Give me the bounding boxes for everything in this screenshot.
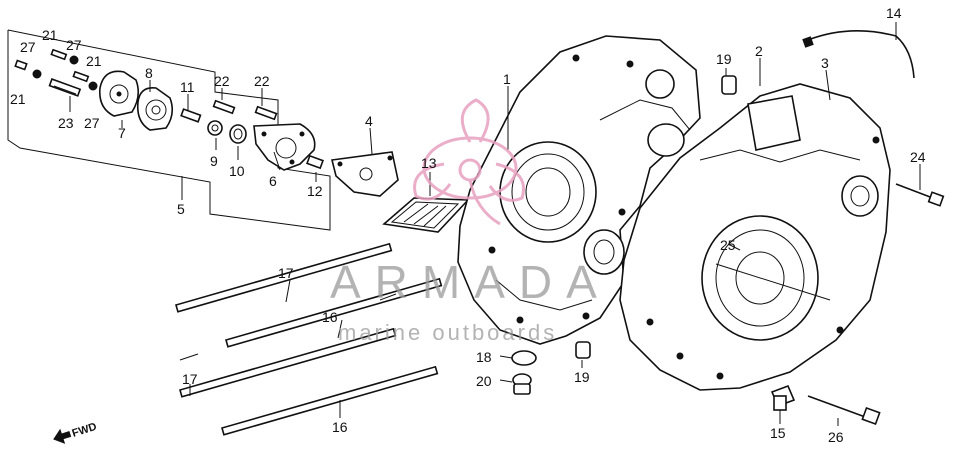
callout-17a: 17 xyxy=(278,265,294,281)
callout-27a: 27 xyxy=(20,39,36,55)
oil-pump-rotor xyxy=(136,86,174,131)
oil-pump-body xyxy=(253,123,316,171)
callout-3: 3 xyxy=(821,55,829,71)
watermark-brand: ARMADA xyxy=(330,256,611,308)
case-bolt-long xyxy=(895,183,945,207)
callout-2: 2 xyxy=(755,43,763,59)
breather-tube xyxy=(802,30,915,79)
oil-pump-assembly-panel xyxy=(7,29,331,231)
callout-4: 4 xyxy=(365,113,373,129)
callout-8: 8 xyxy=(145,65,153,81)
callout-5: 5 xyxy=(177,201,185,217)
watermark-logo xyxy=(413,98,525,226)
callout-24: 24 xyxy=(910,149,926,165)
callout-14: 14 xyxy=(886,5,902,21)
dowel-pins xyxy=(575,75,737,359)
callout-19a: 19 xyxy=(716,51,732,67)
callout-20: 20 xyxy=(476,373,492,389)
callout-19b: 19 xyxy=(574,369,590,385)
pump-bolt xyxy=(180,108,202,123)
left-crankcase-half xyxy=(457,35,701,345)
callout-21b: 21 xyxy=(86,53,102,69)
arrow-left-icon xyxy=(53,428,72,444)
callout-18: 18 xyxy=(476,349,492,365)
fwd-label: FWD xyxy=(71,421,99,440)
callout-25: 25 xyxy=(720,237,736,253)
callout-21a: 21 xyxy=(42,27,58,43)
callout-9: 9 xyxy=(210,153,218,169)
callout-26: 26 xyxy=(828,429,844,445)
drain-plug xyxy=(511,350,537,395)
pump-gasket xyxy=(331,151,399,197)
callout-17b: 17 xyxy=(182,371,198,387)
watermark: ARMADA marine outboards xyxy=(330,98,611,345)
callout-16b: 16 xyxy=(332,419,348,435)
cylinder-studs xyxy=(175,242,443,436)
pump-nipple xyxy=(306,154,324,170)
leader-lines xyxy=(69,22,921,426)
callout-27c: 27 xyxy=(84,115,100,131)
callout-22a: 22 xyxy=(214,73,230,89)
callout-13: 13 xyxy=(421,155,437,171)
forward-direction-marker: FWD xyxy=(53,421,99,444)
watermark-tagline: marine outboards xyxy=(338,320,557,345)
oil-pump-cover xyxy=(98,70,140,117)
callout-23: 23 xyxy=(58,115,74,131)
case-plug xyxy=(770,384,796,411)
case-bolt-bottom xyxy=(807,395,881,426)
callout-22b: 22 xyxy=(254,73,270,89)
callout-10: 10 xyxy=(229,163,245,179)
oil-strainer-screen xyxy=(382,197,470,233)
callout-11: 11 xyxy=(180,79,195,95)
callout-15: 15 xyxy=(770,425,786,441)
washer-and-seal xyxy=(207,120,247,144)
callout-12: 12 xyxy=(307,183,323,199)
upper-bolts xyxy=(212,99,278,121)
callout-6: 6 xyxy=(269,173,277,189)
callout-16a: 16 xyxy=(322,309,338,325)
callout-1: 1 xyxy=(503,71,511,87)
callout-27b: 27 xyxy=(66,37,82,53)
oil-pump-fasteners xyxy=(14,48,98,97)
right-crankcase-half xyxy=(619,83,891,391)
callout-7: 7 xyxy=(118,125,126,141)
callout-21c: 21 xyxy=(10,91,26,107)
callout-labels: 1 2 3 4 5 6 7 8 9 10 11 12 13 14 15 16 1… xyxy=(10,5,926,445)
